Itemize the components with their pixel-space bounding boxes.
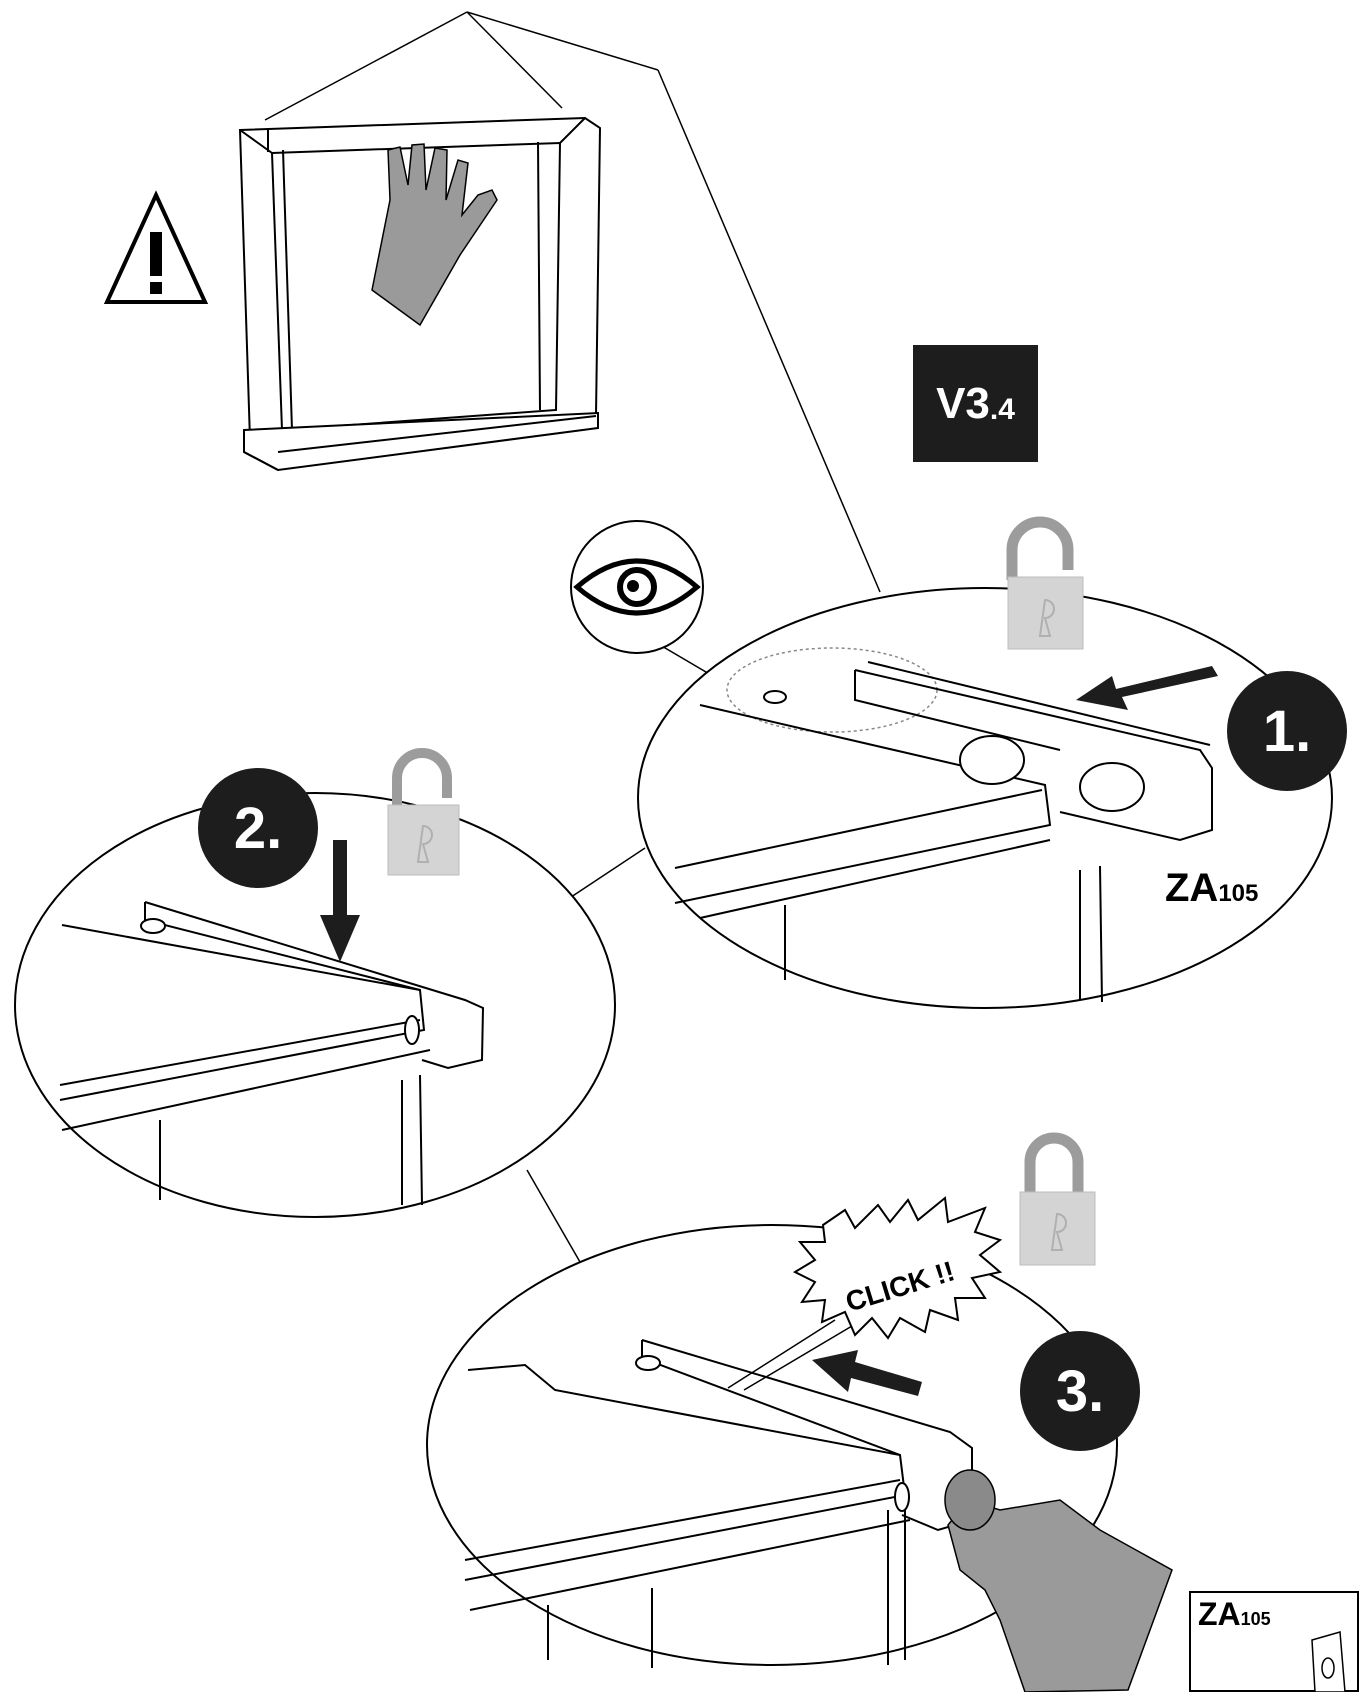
part-label-sub: 105 bbox=[1218, 880, 1259, 907]
detail-view-step-2 bbox=[14, 792, 616, 1218]
arrow-icon bbox=[1076, 666, 1218, 710]
part-label-main: ZA bbox=[1165, 866, 1219, 910]
padlock-open-icon bbox=[1006, 516, 1084, 650]
eye-icon bbox=[570, 520, 704, 654]
version-main: V3 bbox=[936, 378, 990, 428]
detail-view-step-3 bbox=[426, 1224, 1118, 1668]
step-number: 2. bbox=[233, 795, 283, 861]
hand-icon bbox=[944, 1469, 1173, 1692]
corner-label-main: ZA bbox=[1198, 1596, 1241, 1632]
padlock-closed-icon bbox=[1019, 1132, 1096, 1266]
click-burst bbox=[727, 1196, 1003, 1391]
hand-icon bbox=[371, 143, 498, 327]
part-box bbox=[1189, 1591, 1359, 1692]
step-number: 1. bbox=[1262, 698, 1312, 764]
step-badge-1: 1. bbox=[1227, 671, 1347, 791]
version-badge: V3.4 bbox=[913, 345, 1038, 462]
corner-label-sub: 105 bbox=[1240, 1609, 1271, 1629]
part-label: ZA105 bbox=[1165, 866, 1258, 911]
arrow-icon bbox=[812, 1350, 922, 1396]
padlock-open-icon bbox=[387, 748, 460, 876]
step-badge-2: 2. bbox=[198, 768, 318, 888]
detail-view-step-1 bbox=[637, 587, 1333, 1009]
version-sub: .4 bbox=[989, 392, 1015, 426]
warning-triangle-icon bbox=[103, 190, 209, 304]
step-number: 3. bbox=[1055, 1358, 1105, 1424]
arrow-icon bbox=[320, 840, 360, 962]
corner-box-label: ZA105 bbox=[1198, 1596, 1271, 1633]
step-badge-3: 3. bbox=[1020, 1331, 1140, 1451]
